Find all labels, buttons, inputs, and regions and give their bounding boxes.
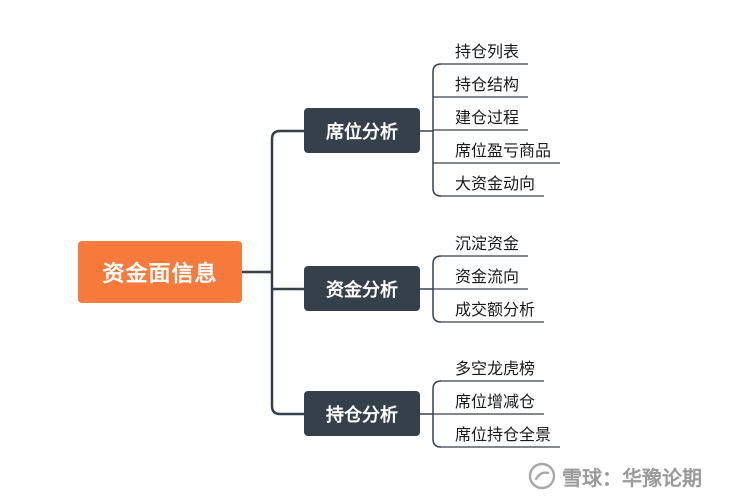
root-node[interactable]: 资金面信息	[78, 241, 242, 303]
snowball-logo-icon	[528, 462, 556, 490]
leaf-node[interactable]: 席位盈亏商品	[455, 141, 552, 160]
watermark: 雪球：华豫论期	[528, 458, 702, 494]
branch-node-fund-analysis[interactable]: 资金分析	[304, 266, 420, 311]
leaf-node[interactable]: 席位增减仓	[455, 392, 536, 411]
branch-node-seat-analysis[interactable]: 席位分析	[304, 108, 420, 153]
trunk-connector	[270, 129, 304, 416]
leaf-node[interactable]: 沉淀资金	[455, 234, 520, 253]
leaf-node[interactable]: 持仓结构	[455, 75, 520, 94]
leaf-node[interactable]: 建仓过程	[455, 108, 520, 127]
watermark-text: 雪球：华豫论期	[562, 465, 702, 490]
leaf-node[interactable]: 持仓列表	[455, 42, 520, 61]
branch-node-position-analysis[interactable]: 持仓分析	[304, 391, 420, 436]
leaf-node[interactable]: 成交额分析	[455, 300, 536, 319]
leaf-node[interactable]: 大资金动向	[455, 174, 536, 193]
leaf-node[interactable]: 多空龙虎榜	[455, 359, 536, 378]
leaf-node[interactable]: 资金流向	[455, 267, 520, 286]
leaf-node[interactable]: 席位持仓全景	[455, 425, 552, 444]
